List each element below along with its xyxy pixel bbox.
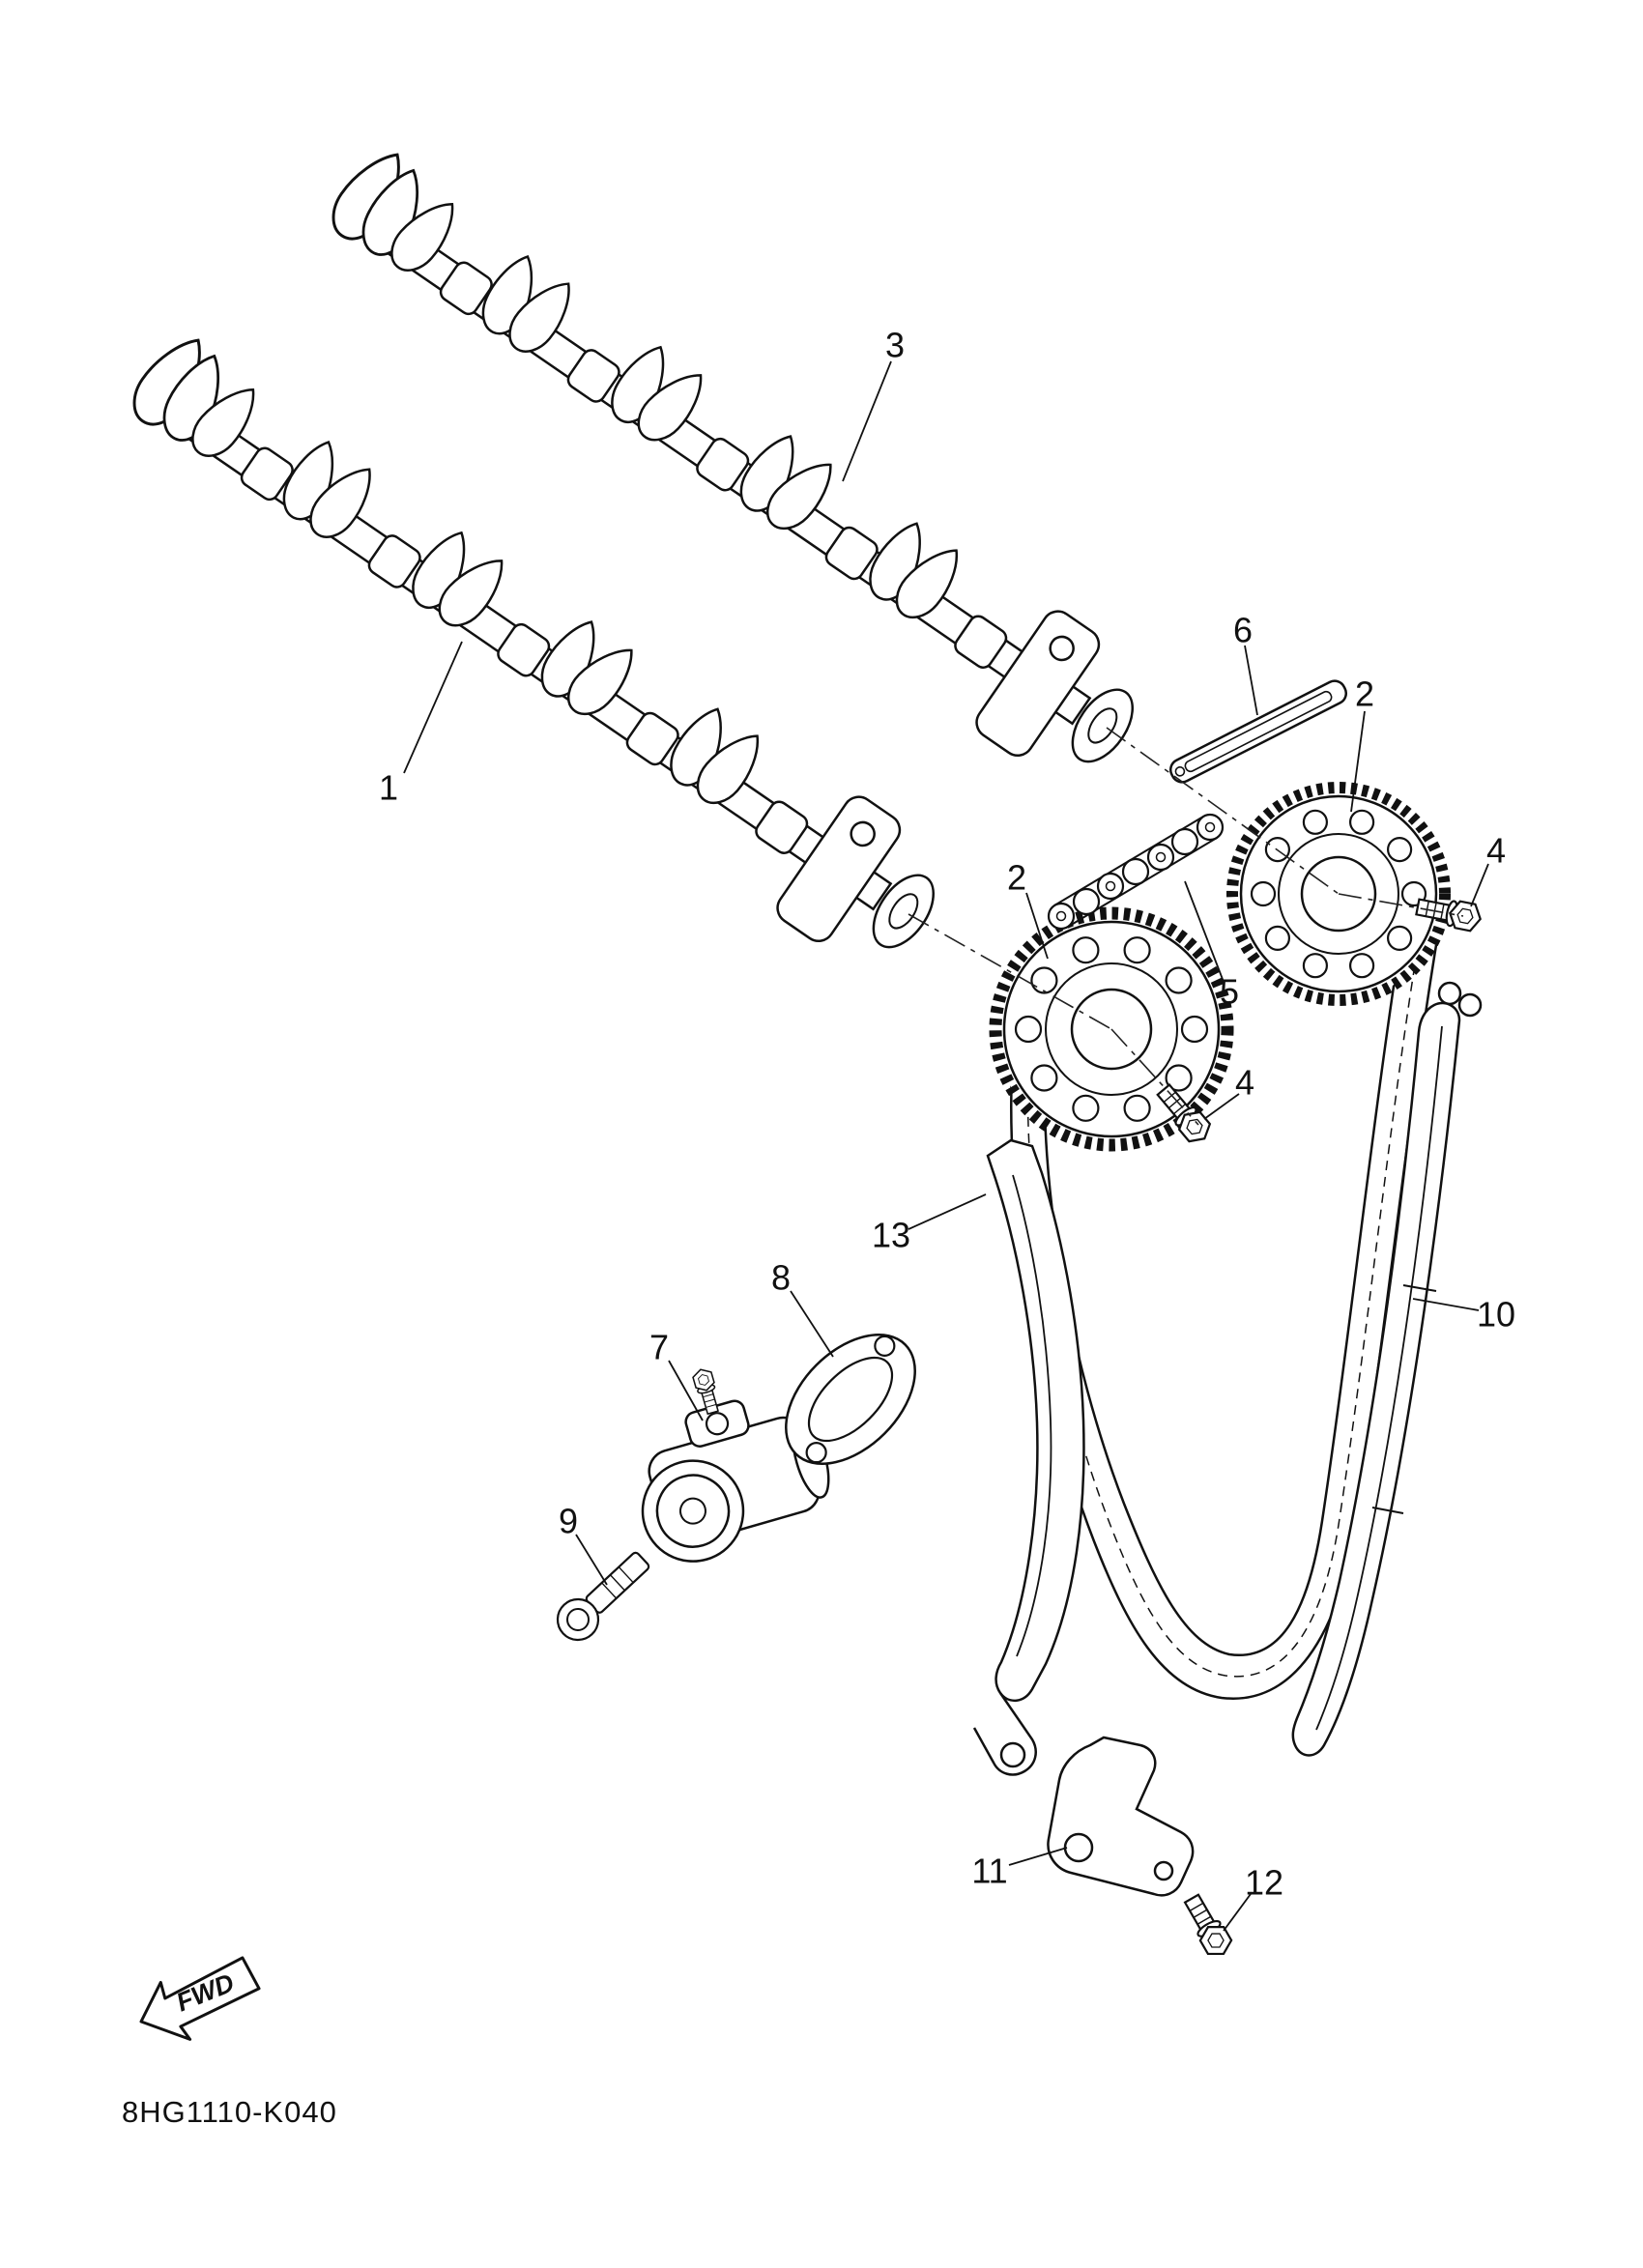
callout-2-right: 2 — [1355, 675, 1374, 714]
callout-2-left: 2 — [1007, 858, 1026, 898]
leader-line — [842, 360, 892, 482]
leader-line — [403, 641, 463, 774]
chain-upper-run — [1047, 813, 1225, 931]
leader-line — [575, 1534, 608, 1586]
bracket-stay — [1047, 1736, 1195, 1897]
leader-line — [908, 1193, 987, 1230]
callout-7: 7 — [649, 1328, 669, 1367]
leader-line — [1244, 645, 1258, 716]
tensioner-mount-bolt — [556, 1551, 650, 1642]
leader-line — [1223, 1893, 1252, 1932]
callout-12: 12 — [1245, 1863, 1283, 1903]
callout-6: 6 — [1233, 611, 1253, 650]
callout-4-right: 4 — [1486, 831, 1506, 871]
leader-lines — [403, 360, 1489, 1932]
leader-line — [1470, 863, 1489, 907]
callout-5: 5 — [1220, 972, 1239, 1012]
callout-4-left: 4 — [1235, 1063, 1254, 1103]
callout-1: 1 — [379, 768, 398, 808]
callout-11: 11 — [971, 1852, 1007, 1891]
callout-9: 9 — [559, 1502, 578, 1541]
callout-13: 13 — [872, 1216, 910, 1255]
leader-line — [1008, 1847, 1068, 1866]
axis-lines — [908, 727, 1464, 1126]
intake-camshaft — [96, 327, 964, 987]
leader-line — [1412, 1298, 1480, 1311]
leader-line — [1350, 710, 1366, 813]
leader-line — [1203, 1093, 1240, 1120]
chain-guide-upper — [1168, 679, 1348, 784]
tensioner-gasket — [785, 1334, 916, 1465]
leader-line — [1025, 892, 1049, 960]
diagram-code: 8HG1110-K040 — [122, 2095, 337, 2129]
fwd-arrow: FWD — [139, 1956, 261, 2041]
exhaust-camshaft — [295, 141, 1163, 801]
callout-3: 3 — [885, 326, 905, 365]
leader-line — [1184, 880, 1225, 983]
callout-10: 10 — [1477, 1295, 1515, 1335]
callout-8: 8 — [771, 1258, 791, 1298]
chain-guide-front — [972, 1138, 1085, 1776]
leader-line — [668, 1360, 704, 1421]
chain-tensioner — [641, 1399, 830, 1563]
leader-line — [790, 1290, 834, 1358]
chain-guide-rear — [1291, 981, 1483, 1757]
fwd-arrow-outline — [139, 1956, 261, 2041]
